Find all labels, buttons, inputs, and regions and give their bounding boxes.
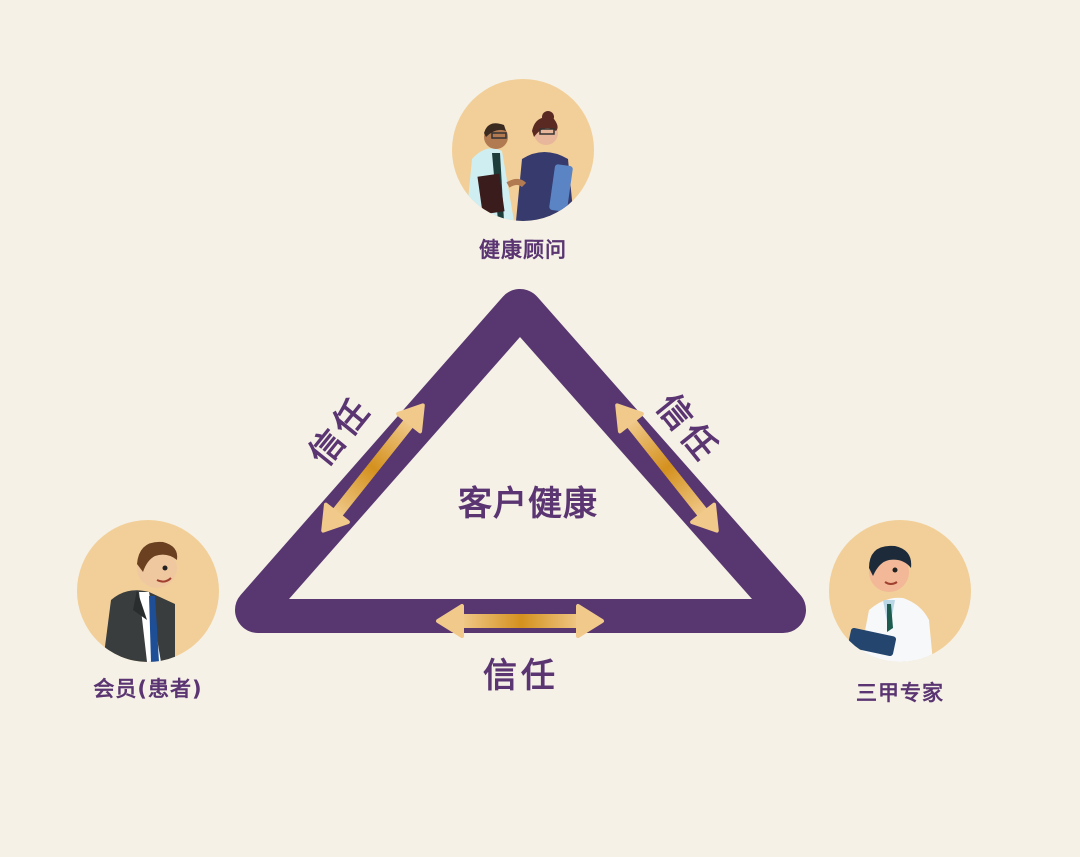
center-label: 客户健康 xyxy=(458,484,598,524)
node-label-expert: 三甲专家 xyxy=(856,681,944,705)
double-arrow-icon-left xyxy=(321,403,425,533)
advisor-pair-illustration-icon xyxy=(452,79,594,221)
double-arrow-icon-right xyxy=(615,403,719,533)
edge-label-bottom: 信任 xyxy=(483,656,559,696)
doctor-illustration-icon xyxy=(829,520,971,662)
businessman-illustration-icon xyxy=(77,520,219,662)
node-label-member: 会员(患者) xyxy=(93,677,203,701)
double-arrow-icon-bottom xyxy=(436,604,604,638)
node-label-advisor: 健康顾问 xyxy=(479,238,567,262)
